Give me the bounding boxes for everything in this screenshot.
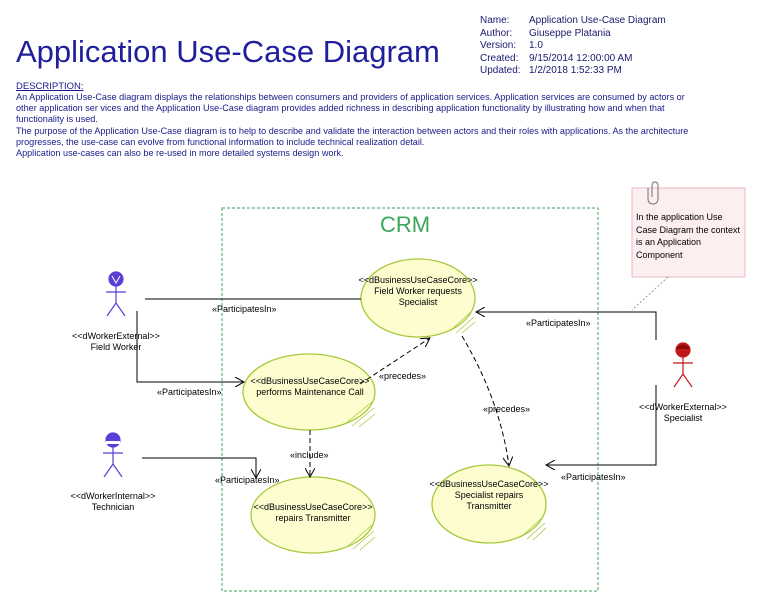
paperclip-icon <box>647 181 659 205</box>
use-case-stereotype: <<dBusinessUseCaseCore>> <box>429 479 549 489</box>
boundary-label: CRM <box>380 212 431 237</box>
use-case-name: performs Maintenance Call <box>256 387 364 397</box>
actor-technician-label: <<dWorkerInternal>> Technician <box>53 491 173 513</box>
actor-name: Specialist <box>663 413 703 423</box>
actor-stereotype: <<dWorkerExternal>> <box>639 402 727 412</box>
meta-row-name: Name: Application Use-Case Diagram <box>480 15 666 28</box>
connector-specialist-to-specialist-repairs[interactable] <box>546 385 657 465</box>
meta-value: 1.0 <box>529 40 543 51</box>
use-case-label: <<dBusinessUseCaseCore>> repairs Transmi… <box>247 502 379 524</box>
crm-boundary[interactable] <box>221 207 599 592</box>
use-case-stereotype: <<dBusinessUseCaseCore>> <box>253 502 373 512</box>
meta-value: Giuseppe Platania <box>529 27 611 39</box>
meta-key: Name: <box>480 15 510 26</box>
actor-field-worker-label: <<dWorkerExternal>> Field Worker <box>56 331 176 353</box>
connector-label: «ParticipatesIn» <box>215 475 280 485</box>
meta-row-updated: Updated: 1/2/2018 1:52:33 PM <box>480 65 666 78</box>
meta-key: Created: <box>480 52 519 64</box>
use-case-field-worker-requests-specialist[interactable] <box>360 258 476 338</box>
description-paragraph: An Application Use-Case diagram displays… <box>16 92 685 125</box>
meta-key: Version: <box>480 40 517 51</box>
connector-label: «ParticipatesIn» <box>561 472 626 482</box>
description-text: An Application Use-Case diagram displays… <box>16 92 696 159</box>
note-element[interactable] <box>631 181 746 311</box>
description-heading: DESCRIPTION: <box>16 81 84 92</box>
actor-specialist-label: <<dWorkerExternal>> Specialist <box>623 402 743 424</box>
use-case-stereotype: <<dBusinessUseCaseCore>> <box>358 275 478 285</box>
connector-label: «precedes» <box>483 404 531 414</box>
connector-label: «precedes» <box>379 371 427 381</box>
use-case-name: repairs Transmitter <box>275 513 351 523</box>
use-case-repairs-transmitter[interactable] <box>250 476 376 554</box>
use-case-specialist-repairs-transmitter[interactable] <box>431 464 547 544</box>
diagram-metadata: Name: Application Use-Case Diagram Author… <box>480 15 666 78</box>
actor-technician-figure[interactable] <box>103 432 123 478</box>
connector-label: «ParticipatesIn» <box>526 318 591 328</box>
use-case-name: Field Worker requests Specialist <box>374 286 462 307</box>
actor-stereotype: <<dWorkerInternal>> <box>70 491 156 501</box>
diagram-title: Application Use-Case Diagram <box>16 34 440 69</box>
use-case-performs-maintenance-call[interactable] <box>242 353 376 431</box>
note-anchor-line <box>631 276 669 311</box>
meta-key: Author: <box>480 27 513 39</box>
use-case-label: <<dBusinessUseCaseCore>> performs Mainte… <box>243 376 377 398</box>
use-case-label: <<dBusinessUseCaseCore>> Specialist repa… <box>423 479 555 512</box>
actor-name: Technician <box>91 502 135 512</box>
meta-value: 9/15/2014 12:00:00 AM <box>529 52 633 64</box>
meta-row-author: Author: Giuseppe Platania <box>480 28 666 41</box>
note-text: In the application Use Case Diagram the … <box>636 212 741 260</box>
meta-row-created: Created: 9/15/2014 12:00:00 AM <box>480 53 666 66</box>
use-case-stereotype: <<dBusinessUseCaseCore>> <box>250 376 370 386</box>
connector-label: «ParticipatesIn» <box>157 387 222 397</box>
connector-label: «ParticipatesIn» <box>212 304 277 314</box>
description-paragraph: Application use-cases can also be re-use… <box>16 148 344 159</box>
connector-precedes-maintenance-to-requests[interactable] <box>359 338 430 385</box>
use-case-label: <<dBusinessUseCaseCore>> Field Worker re… <box>352 275 484 308</box>
actor-specialist-figure[interactable] <box>673 342 693 388</box>
description-paragraph: The purpose of the Application Use-Case … <box>16 125 689 147</box>
actor-stereotype: <<dWorkerExternal>> <box>72 331 160 341</box>
connector-precedes-requests-to-specialist-repairs[interactable] <box>461 335 509 466</box>
meta-row-version: Version: 1.0 <box>480 40 666 53</box>
connector-label: «include» <box>290 450 329 460</box>
meta-value: Application Use-Case Diagram <box>529 15 666 26</box>
meta-key: Updated: <box>480 65 521 76</box>
actor-name: Field Worker <box>90 342 142 352</box>
use-case-name: Specialist repairs Transmitter <box>454 490 524 511</box>
connector-specialist-to-requests[interactable] <box>476 312 657 340</box>
connector-technician-to-repairs[interactable] <box>142 457 256 478</box>
meta-value: 1/2/2018 1:52:33 PM <box>529 65 622 76</box>
connector-fieldworker-to-maintenance[interactable] <box>136 311 244 382</box>
actor-field-worker-figure[interactable] <box>106 271 126 317</box>
